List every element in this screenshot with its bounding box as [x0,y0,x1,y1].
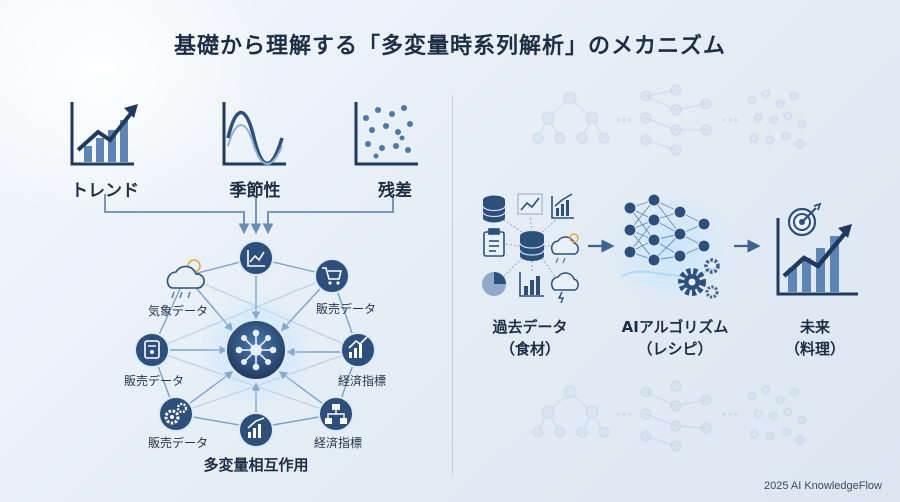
weather-data-label: 気象データ [147,304,208,318]
component-arrows [104,194,394,235]
economic-indicator-label-bottom: 経済指標 [313,436,362,450]
footer-credit: 2025 AI KnowledgeFlow [763,480,882,492]
growth-chart-icon [340,332,376,368]
ai-algorithm-title: AIアルゴリズム [621,318,729,336]
bar-chart-icon [238,412,274,448]
residual-scatter-icon [354,102,418,166]
small-bar-chart-icon [519,272,544,297]
clipboard-icon [483,228,505,257]
small-trend-chart-icon [551,193,574,219]
ai-algorithm-label: AIアルゴリズム （レシピ） [610,316,740,360]
hub-label: 多変量相互作用 [203,456,309,474]
sales-data-label-top: 販売データ [315,302,376,316]
future-label: 未来 （料理） [760,316,870,360]
rain-cloud-icon [550,233,579,264]
seasonality-label: 季節性 [229,181,281,201]
database-icon-top [482,195,506,223]
faded-tree-bottom-icon [532,385,610,438]
past-data-title: 過去データ [492,318,568,336]
pie-chart-icon [482,272,506,296]
sales-data-label-left: 販売データ [123,374,184,388]
hub-network-icon [225,319,287,381]
past-data-subtitle: （食材） [499,340,560,358]
small-line-chart-icon [517,193,543,215]
trend-chart-icon [70,102,138,166]
residual-label: 残差 [378,181,412,201]
trend-node-icon [238,240,274,276]
pos-terminal-icon [134,332,170,368]
faded-cluster-bottom-icon [747,385,807,445]
gear-icon [678,258,720,299]
future-growth-chart-icon [776,218,858,296]
light-glow [0,0,280,220]
faded-neural-top-icon [640,84,712,156]
shopping-cart-icon [314,258,350,294]
future-subtitle: （料理） [784,340,845,358]
economic-indicator-label-right: 経済指標 [337,374,386,388]
database-icon-center [519,231,545,261]
sales-data-label-bottom: 販売データ [147,436,208,450]
hierarchy-icon [318,396,354,432]
seasonality-chart-icon [222,102,286,166]
faded-neural-bottom-icon [640,380,712,452]
target-icon [787,202,822,237]
past-data-cluster [482,193,579,304]
faded-tree-top-icon [532,91,610,144]
ai-algorithm-subtitle: （レシピ） [637,340,713,358]
page-title: 基礎から理解する「多変量時系列解析」のメカニズム [173,34,726,59]
gears-icon [158,396,194,432]
future-title: 未来 [799,318,830,336]
weather-cloud-icon [166,259,205,299]
section-divider [452,95,453,475]
storm-cloud-icon [550,272,579,304]
neural-network-icon [606,190,734,306]
trend-label: トレンド [71,181,139,201]
past-data-label: 過去データ （食材） [470,316,590,360]
faded-network-background [532,84,807,452]
faded-cluster-top-icon [747,89,807,149]
